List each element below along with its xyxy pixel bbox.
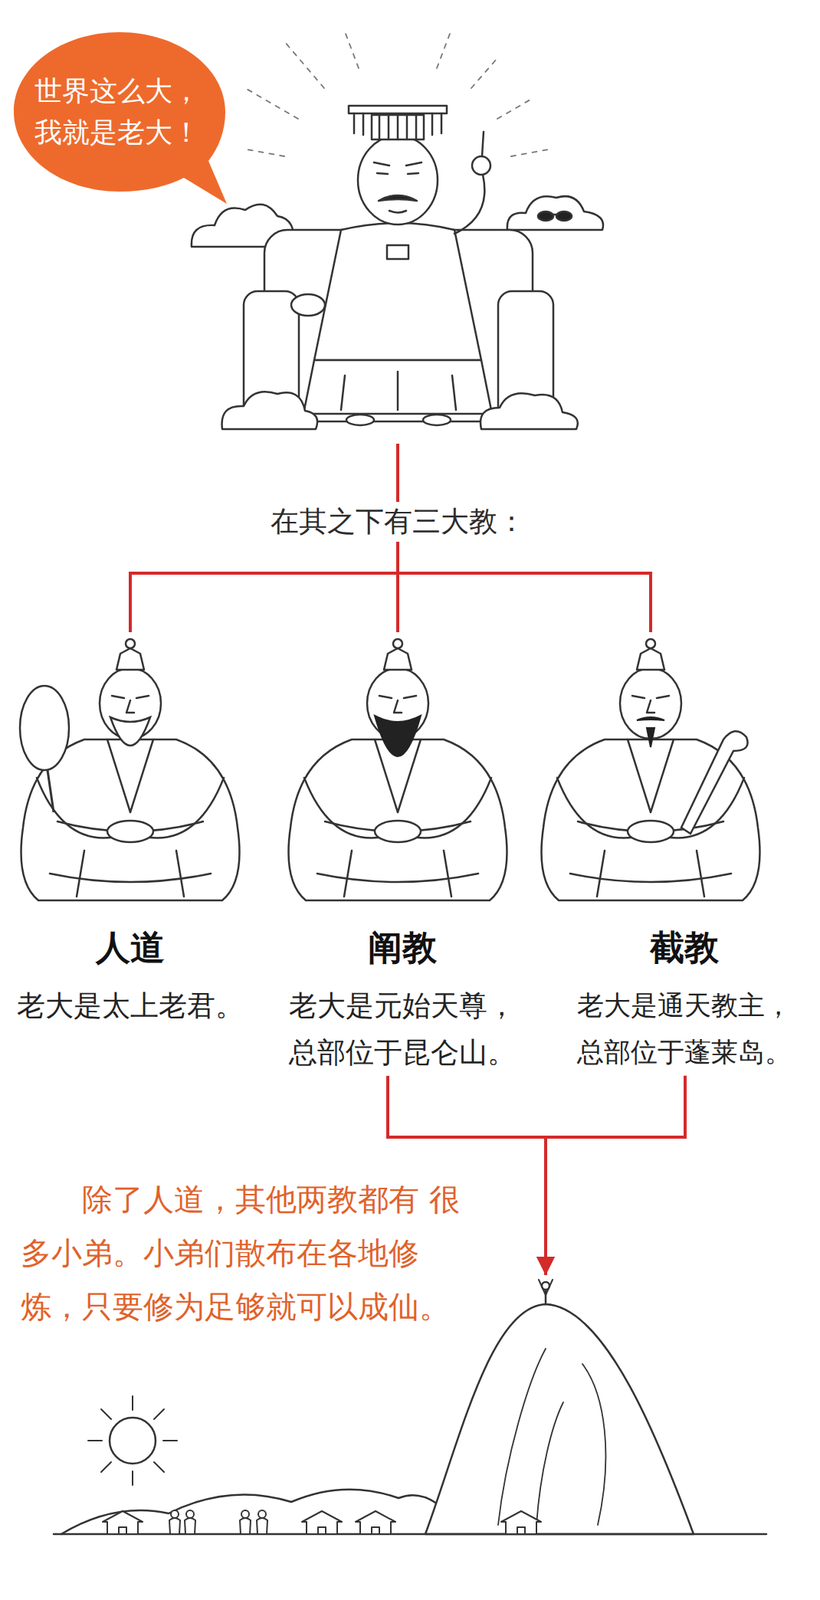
teaching-description: 老大是太上老君。 — [11, 982, 250, 1030]
robe-fold — [341, 371, 456, 410]
house — [301, 1511, 342, 1535]
eyebrows — [373, 162, 422, 166]
glow-rays — [245, 33, 549, 157]
ray — [246, 149, 285, 157]
sage-figure — [541, 639, 761, 901]
ruyi-scepter — [681, 731, 748, 834]
mouth — [389, 210, 407, 214]
sun — [109, 1417, 156, 1464]
fan-handle — [47, 770, 54, 813]
emperor-figure — [191, 33, 604, 430]
sun-rays — [88, 1396, 178, 1486]
cloud — [480, 393, 578, 430]
teaching-name: 阐教 — [272, 927, 533, 969]
teaching-name: 截教 — [551, 927, 817, 969]
sunglasses — [537, 211, 554, 221]
teaching-group: 截教老大是通天教主， 总部位于蓬莱岛。 — [551, 632, 817, 1076]
foot — [423, 414, 451, 426]
teaching-name: 人道 — [3, 927, 257, 969]
mountain-scene: 除了人道，其他两教都有 很多小弟。小弟们散布在各地修 炼，只要修为足够就可以成仙… — [15, 1275, 805, 1559]
teaching-group: 人道老大是太上老君。 — [3, 632, 257, 1030]
eyes — [377, 173, 419, 174]
teaching-group: 阐教老大是元始天尊， 总部位于昆仑山。 — [272, 632, 533, 1076]
head — [357, 135, 438, 225]
yuanshi-tianzun — [288, 639, 508, 901]
sunglasses-bridge — [551, 213, 558, 217]
ray — [345, 33, 359, 69]
hand — [472, 156, 491, 175]
connectors — [130, 443, 686, 1276]
house — [501, 1511, 542, 1535]
ground — [53, 1533, 767, 1536]
speech-bubble: 世界这么大， 我就是老大！ — [20, 30, 614, 444]
sage-figure — [288, 639, 508, 901]
hand — [291, 294, 325, 316]
house — [355, 1511, 396, 1535]
white-beard — [110, 717, 151, 746]
cloud — [222, 391, 319, 430]
robe-lower — [303, 360, 492, 414]
ray — [245, 88, 299, 119]
moustache — [636, 717, 665, 721]
crown-tassels — [354, 113, 442, 140]
robe — [314, 223, 482, 361]
speech-bubble-shape — [13, 32, 227, 204]
ray — [497, 99, 531, 119]
crown-board — [348, 105, 447, 114]
ray — [471, 59, 497, 89]
chin-beard — [646, 728, 655, 748]
connector — [545, 1075, 686, 1276]
cloud — [507, 196, 604, 230]
big-mountain — [425, 1304, 694, 1535]
sunglasses — [556, 211, 572, 221]
villager — [239, 1510, 251, 1535]
fan — [19, 685, 69, 771]
medallion — [387, 245, 409, 260]
villager — [184, 1510, 196, 1535]
moustache — [378, 195, 417, 201]
teaching-description: 老大是元始天尊， 总部位于昆仑山。 — [283, 982, 522, 1076]
immortal-arms — [538, 1279, 553, 1296]
ray — [511, 149, 549, 157]
tongtian-jiaozhu — [541, 639, 761, 901]
house — [102, 1511, 143, 1535]
villager — [169, 1510, 181, 1535]
sage-figure — [21, 639, 240, 901]
taishang-laojun — [19, 639, 240, 901]
hills — [61, 1489, 437, 1535]
ray — [284, 41, 325, 89]
villager — [256, 1510, 268, 1535]
section-heading: 在其之下有三大教： — [262, 501, 534, 542]
teaching-description: 老大是通天教主， 总部位于蓬莱岛。 — [572, 982, 797, 1076]
ray — [436, 33, 450, 69]
arm — [454, 174, 485, 234]
black-beard — [374, 715, 421, 757]
foot — [346, 414, 374, 426]
note-text: 除了人道，其他两教都有 很多小弟。小弟们散布在各地修 炼，只要修为足够就可以成仙… — [20, 1172, 481, 1334]
mountain-contour — [498, 1348, 606, 1526]
speech-text: 世界这么大， 我就是老大！ — [34, 70, 205, 154]
finger — [482, 131, 484, 157]
